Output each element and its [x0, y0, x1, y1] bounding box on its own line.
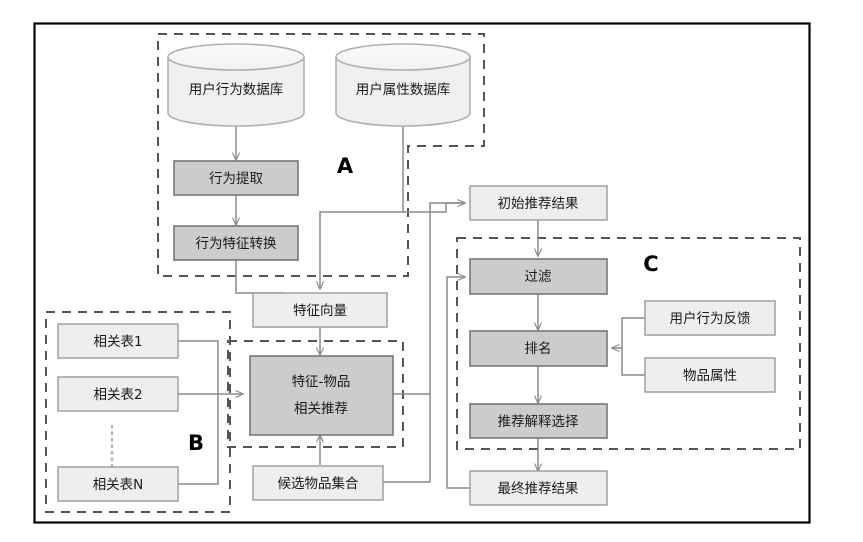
edge-candidate-to-initial	[383, 202, 465, 483]
node-feature-vector[interactable]: 特征向量	[252, 292, 388, 328]
node-label: 行为提取	[209, 171, 263, 187]
node-box	[252, 465, 384, 501]
node-item-attribute[interactable]: 物品属性	[644, 357, 776, 393]
node-box	[173, 160, 299, 196]
node-ranking[interactable]: 排名	[469, 330, 608, 367]
node-rec-explanation-selection[interactable]: 推荐解释选择	[469, 403, 608, 439]
node-label-line2: 相关推荐	[294, 401, 348, 417]
edge-itemattr-to-ranking	[621, 348, 645, 376]
connectors	[178, 125, 645, 489]
node-label: 用户行为数据库	[189, 81, 284, 98]
node-label: 相关表2	[93, 387, 142, 403]
node-relation-table-n[interactable]: 相关表N	[57, 466, 179, 502]
node-box	[469, 258, 608, 295]
node-user-attribute-db[interactable]: 用户属性数据库	[335, 43, 471, 127]
node-box	[469, 470, 608, 506]
node-label: 用户属性数据库	[356, 81, 451, 98]
edge-feedback-to-ranking	[612, 317, 645, 348]
node-label: 最终推荐结果	[498, 481, 579, 497]
node-behavior-feature-conversion[interactable]: 行为特征转换	[173, 225, 299, 261]
group-label-c: C	[643, 252, 658, 276]
node-label: 初始推荐结果	[498, 195, 579, 212]
node-box	[644, 357, 776, 393]
node-box	[173, 225, 299, 261]
node-label: 物品属性	[683, 368, 737, 384]
node-box	[469, 185, 608, 221]
cylinder-top	[167, 43, 305, 71]
cylinder-top	[335, 43, 471, 71]
cylinder-body	[167, 56, 305, 127]
node-filter[interactable]: 过滤	[469, 258, 608, 295]
group-a-region	[157, 33, 485, 277]
node-relation-table-1[interactable]: 相关表1	[57, 323, 179, 359]
group-label-b: B	[188, 431, 204, 455]
edge-tablen-to-rec	[178, 394, 219, 485]
node-box	[252, 292, 388, 328]
node-label: 特征向量	[293, 303, 347, 319]
cylinder-body	[335, 56, 471, 127]
node-label-line1: 特征-物品	[292, 374, 351, 390]
edge-final-to-filter	[446, 277, 470, 489]
node-behavior-extraction[interactable]: 行为提取	[173, 160, 299, 196]
node-label: 过滤	[525, 269, 553, 285]
node-label: 用户行为反馈	[670, 310, 751, 327]
edge-table1-to-rec	[178, 340, 243, 394]
group-label-a: A	[337, 154, 354, 178]
node-candidate-item-set[interactable]: 候选物品集合	[252, 465, 384, 501]
node-label: 行为特征转换	[196, 236, 277, 252]
node-initial-rec-result[interactable]: 初始推荐结果	[469, 185, 608, 221]
node-label: 相关表N	[93, 477, 144, 493]
node-box	[249, 355, 394, 436]
node-final-rec-result[interactable]: 最终推荐结果	[469, 470, 608, 506]
node-box	[57, 466, 179, 502]
node-label: 候选物品集合	[278, 476, 359, 492]
node-box	[57, 323, 179, 359]
node-box	[469, 403, 608, 439]
edge-attrdb-to-featurevector	[320, 125, 404, 289]
node-feature-item-recommendation[interactable]: 特征-物品 相关推荐	[249, 355, 394, 436]
node-box	[57, 376, 179, 412]
node-label: 相关表1	[93, 334, 142, 350]
node-user-behavior-feedback[interactable]: 用户行为反馈	[644, 300, 776, 336]
node-user-behavior-db[interactable]: 用户行为数据库	[167, 43, 305, 127]
node-label: 排名	[525, 341, 552, 357]
group-c-region	[456, 237, 801, 450]
node-box	[644, 300, 776, 336]
node-label: 推荐解释选择	[498, 414, 579, 430]
node-relation-table-2[interactable]: 相关表2	[57, 376, 179, 412]
node-box	[469, 330, 608, 367]
